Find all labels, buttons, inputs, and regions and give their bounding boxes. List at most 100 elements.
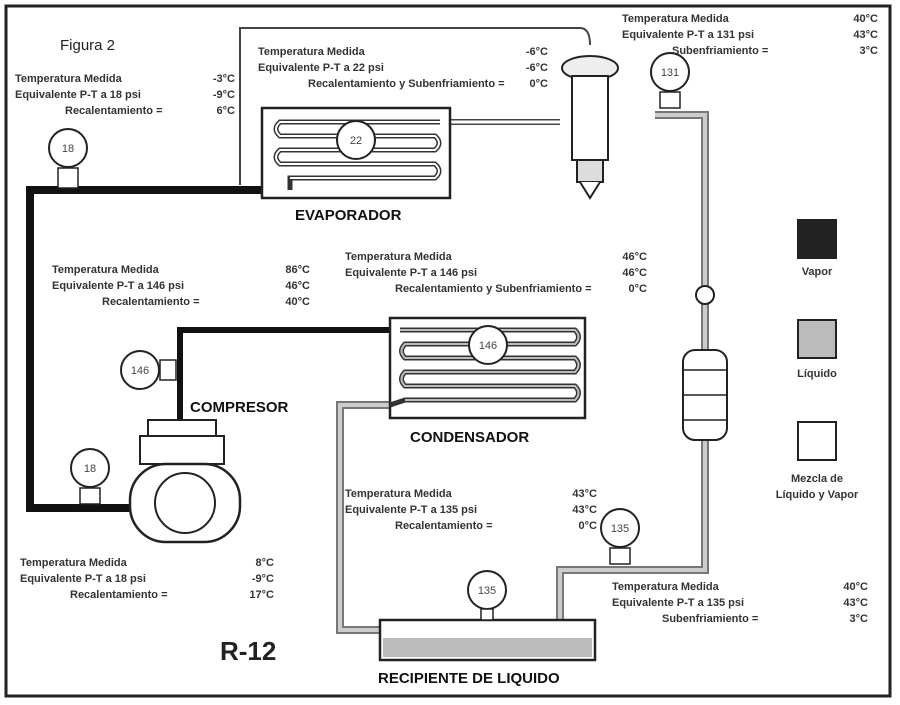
expansion-valve-tip <box>579 181 601 200</box>
receiver-liquid-level <box>383 638 592 657</box>
equalizer-line <box>239 27 591 185</box>
gauge-receiver-inlet-value: 135 <box>611 523 629 535</box>
discharge-line <box>177 327 400 420</box>
condenser-coil-inner <box>400 329 580 401</box>
reading-label: Temperatura Medida <box>20 557 128 569</box>
reading-value: 86°C <box>285 264 310 276</box>
reading-label: Equivalente P-T a 22 psi <box>258 62 384 74</box>
reading-value: 8°C <box>256 557 275 569</box>
gauge-condenser-value: 146 <box>479 340 497 352</box>
reading-label: Temperatura Medida <box>345 251 453 263</box>
reading-block-bottom-right: Temperatura Medida 40°C Equivalente P-T a … <box>612 581 868 625</box>
reading-block-top-left: Temperatura Medida -3°C Equivalente P-T a … <box>15 73 235 117</box>
receiver-label: RECIPIENTE DE LIQUIDO <box>378 670 560 687</box>
compressor-head <box>147 419 217 437</box>
legend-swatch-mixture <box>797 421 837 461</box>
reading-label: Recalentamiento = <box>102 296 200 308</box>
reading-label: Temperatura Medida <box>345 488 453 500</box>
refrigerant-label: R-12 <box>220 636 276 666</box>
reading-value: -9°C <box>252 573 274 585</box>
reading-value: 0°C <box>579 520 598 532</box>
expansion-valve-bulb <box>576 159 604 183</box>
reading-label: Recalentamiento y Subenfriamiento = <box>308 78 505 90</box>
reading-label: Recalentamiento = <box>395 520 493 532</box>
reading-label: Equivalente P-T a 135 psi <box>345 504 477 516</box>
reading-label: Equivalente P-T a 146 psi <box>52 280 184 292</box>
compressor-flywheel <box>154 472 216 534</box>
legend-label-mixture-line1: Mezcla de <box>791 473 843 485</box>
reading-value: 43°C <box>843 597 868 609</box>
legend-swatch-vapor <box>797 219 837 259</box>
reading-label: Recalentamiento = <box>65 105 163 117</box>
gauge-expansion-valve-value: 131 <box>661 67 679 79</box>
expansion-valve-body <box>571 75 609 161</box>
gauge-discharge: 146 <box>120 350 177 390</box>
reading-block-mid-left: Temperatura Medida 86°C Equivalente P-T a … <box>52 264 310 308</box>
reading-value: 0°C <box>629 283 648 295</box>
reading-value: -6°C <box>526 46 548 58</box>
reading-label: Recalentamiento y Subenfriamiento = <box>395 283 592 295</box>
reading-value: 40°C <box>843 581 868 593</box>
gauge-receiver-value: 135 <box>478 585 496 597</box>
gauge-compressor-suction-value: 18 <box>84 463 96 475</box>
reading-value: 3°C <box>850 613 869 625</box>
reading-label: Subenfriamiento = <box>662 613 758 625</box>
gauge-compressor-suction: 18 <box>70 448 110 505</box>
gauge-suction-line: 18 <box>48 128 88 189</box>
reading-value: 43°C <box>572 488 597 500</box>
gauge-evaporator-value: 22 <box>350 135 362 147</box>
reading-label: Equivalente P-T a 18 psi <box>20 573 146 585</box>
reading-label: Equivalente P-T a 146 psi <box>345 267 477 279</box>
reading-label: Temperatura Medida <box>15 73 123 85</box>
condenser-label: CONDENSADOR <box>410 429 529 446</box>
gauge-suction-line-value: 18 <box>62 143 74 155</box>
compressor-cylinder <box>139 435 225 465</box>
reading-value: 3°C <box>860 45 879 57</box>
reading-block-top-center: Temperatura Medida -6°C Equivalente P-T a … <box>258 46 548 90</box>
reading-value: -6°C <box>526 62 548 74</box>
gauge-discharge-value: 146 <box>131 365 149 377</box>
legend-label-vapor: Vapor <box>802 266 833 278</box>
gauge-evaporator: 22 <box>336 120 376 160</box>
figure-label: Figura 2 <box>60 37 115 54</box>
gauge-receiver-inlet: 135 <box>600 508 640 565</box>
reading-value: 17°C <box>249 589 274 601</box>
reading-block-bottom-left: Temperatura Medida 8°C Equivalente P-T a 1… <box>20 557 274 601</box>
reading-value: 46°C <box>285 280 310 292</box>
legend-label-liquid: Líquido <box>797 368 837 380</box>
reading-value: 43°C <box>572 504 597 516</box>
reading-value: 46°C <box>622 267 647 279</box>
reading-label: Temperatura Medida <box>258 46 366 58</box>
reading-label: Temperatura Medida <box>52 264 160 276</box>
legend-label-mixture-line2: Líquido y Vapor <box>776 489 859 501</box>
reading-value: 46°C <box>622 251 647 263</box>
liquid-line-inner <box>558 113 707 640</box>
gauge-condenser: 146 <box>468 325 508 365</box>
reading-block-top-right: Temperatura Medida 40°C Equivalente P-T a … <box>622 13 878 57</box>
reading-value: 40°C <box>285 296 310 308</box>
evaporator-label: EVAPORADOR <box>295 207 402 224</box>
reading-block-low-center: Temperatura Medida 43°C Equivalente P-T a … <box>345 488 597 532</box>
reading-value: -9°C <box>213 89 235 101</box>
gauge-expansion-valve: 131 <box>650 52 690 109</box>
suction-line <box>26 186 290 512</box>
reading-label: Temperatura Medida <box>612 581 720 593</box>
reading-value: -3°C <box>213 73 235 85</box>
reading-value: 40°C <box>853 13 878 25</box>
reading-value: 6°C <box>217 105 236 117</box>
reading-block-mid-center: Temperatura Medida 46°C Equivalente P-T a … <box>345 251 647 295</box>
reading-label: Temperatura Medida <box>622 13 730 25</box>
reading-label: Recalentamiento = <box>70 589 168 601</box>
reading-value: 0°C <box>530 78 549 90</box>
reading-label: Equivalente P-T a 131 psi <box>622 29 754 41</box>
reading-label: Equivalente P-T a 18 psi <box>15 89 141 101</box>
reading-value: 43°C <box>853 29 878 41</box>
compressor-label: COMPRESOR <box>190 399 289 416</box>
reading-label: Equivalente P-T a 135 psi <box>612 597 744 609</box>
legend-swatch-liquid <box>797 319 837 359</box>
reading-label: Subenfriamiento = <box>672 45 768 57</box>
sight-glass <box>695 285 715 305</box>
gauge-receiver: 135 <box>467 570 507 621</box>
